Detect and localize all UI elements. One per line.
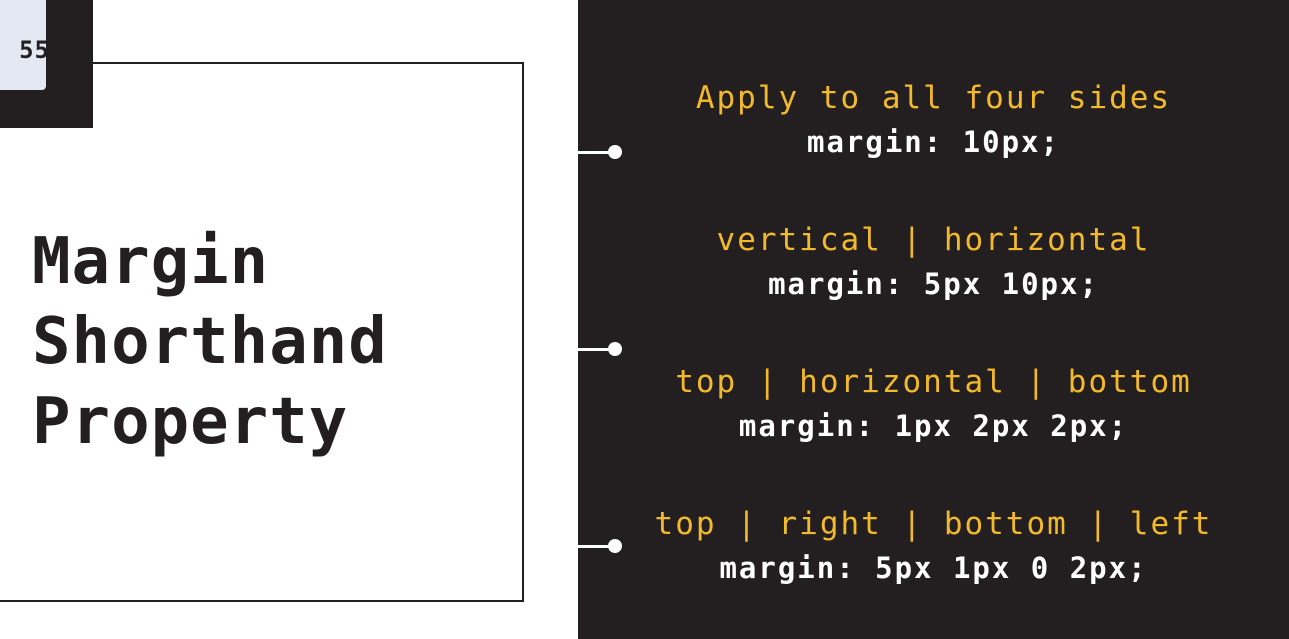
number-badge bbox=[0, 0, 46, 90]
title-frame bbox=[0, 62, 524, 602]
rule-label: vertical | horizontal bbox=[716, 222, 1151, 258]
rule-code: margin: 10px; bbox=[807, 125, 1060, 159]
connector-dot-3 bbox=[578, 539, 622, 553]
page-title-line-2: Shorthand bbox=[32, 305, 388, 379]
rule-all-sides: Apply to all four sides margin: 10px; bbox=[578, 78, 1289, 160]
connector-dot-2 bbox=[578, 342, 622, 356]
rule-label: top | right | bottom | left bbox=[654, 506, 1213, 542]
page-title-line-3: Property bbox=[32, 385, 349, 459]
rule-three-values: top | horizontal | bottom margin: 1px 2p… bbox=[578, 362, 1289, 444]
page-title-line-1: Margin bbox=[32, 225, 270, 299]
rule-two-values: vertical | horizontal margin: 5px 10px; bbox=[578, 220, 1289, 302]
page-title: Margin Shorthand Property bbox=[32, 222, 512, 462]
rule-code: margin: 1px 2px 2px; bbox=[738, 409, 1129, 443]
rule-four-values: top | right | bottom | left margin: 5px … bbox=[578, 504, 1289, 586]
title-panel: 55 Margin Shorthand Property bbox=[0, 0, 578, 639]
logo-block: 55 bbox=[0, 0, 93, 128]
rule-code: margin: 5px 1px 0 2px; bbox=[719, 551, 1148, 585]
connector-dot-1 bbox=[578, 145, 622, 159]
rule-label: top | horizontal | bottom bbox=[675, 364, 1192, 400]
rules-panel bbox=[578, 0, 1289, 639]
rule-label: Apply to all four sides bbox=[695, 80, 1172, 116]
rule-code: margin: 5px 10px; bbox=[768, 267, 1099, 301]
number-badge-text: 55 bbox=[19, 36, 50, 64]
